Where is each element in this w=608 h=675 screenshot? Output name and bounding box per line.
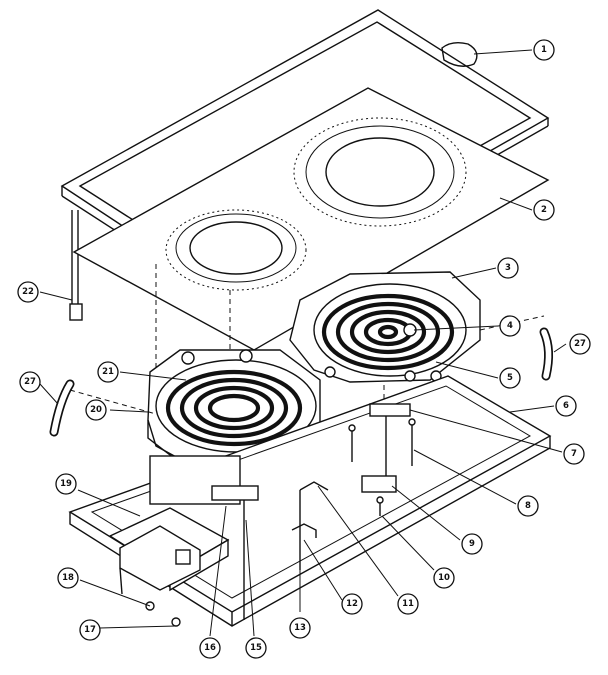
svg-text:4: 4	[507, 321, 513, 331]
callout-5: 5	[499, 367, 521, 389]
svg-text:10: 10	[438, 573, 450, 583]
screws	[348, 418, 416, 516]
svg-text:11: 11	[402, 599, 414, 609]
callout-11: 11	[397, 593, 419, 615]
svg-text:2: 2	[541, 205, 547, 215]
leader-lines	[39, 49, 567, 637]
svg-text:27: 27	[574, 339, 586, 349]
svg-text:8: 8	[525, 501, 531, 511]
callout-15: 15	[245, 637, 267, 659]
callout-8: 8	[517, 495, 539, 517]
corner-bracket	[69, 210, 83, 321]
svg-text:1: 1	[541, 45, 547, 55]
svg-text:7: 7	[571, 449, 577, 459]
gasket-right	[539, 327, 554, 381]
svg-text:13: 13	[294, 623, 306, 633]
svg-text:12: 12	[346, 599, 358, 609]
svg-text:17: 17	[84, 625, 96, 635]
callout-10: 10	[433, 567, 455, 589]
svg-text:22: 22	[22, 287, 34, 297]
gasket-left	[49, 379, 75, 437]
callout-2: 2	[533, 199, 555, 221]
callout-21: 21	[97, 361, 119, 383]
callout-1: 1	[533, 39, 555, 61]
callout-6: 6	[555, 395, 577, 417]
svg-text:21: 21	[102, 367, 114, 377]
callout-22: 22	[17, 281, 39, 303]
callout-27-left: 27	[19, 371, 41, 393]
vent-pattern-front	[165, 209, 307, 291]
callout-16: 16	[199, 637, 221, 659]
svg-text:16: 16	[204, 643, 216, 653]
svg-text:5: 5	[507, 373, 513, 383]
callout-9: 9	[461, 533, 483, 555]
svg-text:9: 9	[469, 539, 475, 549]
callout-3: 3	[497, 257, 519, 279]
terminal-bracket	[361, 403, 411, 493]
callout-4: 4	[499, 315, 521, 337]
svg-text:18: 18	[62, 573, 74, 583]
front-heating-coil	[165, 369, 303, 447]
svg-text:27: 27	[24, 377, 36, 387]
callout-13: 13	[289, 617, 311, 639]
svg-text:20: 20	[90, 405, 102, 415]
vent-pattern-rear	[293, 117, 467, 227]
svg-text:15: 15	[250, 643, 262, 653]
callout-27-right: 27	[569, 333, 591, 355]
callout-17: 17	[79, 619, 101, 641]
rear-heating-coil	[321, 293, 455, 371]
rear-burner-housing	[289, 271, 481, 383]
callout-18: 18	[57, 567, 79, 589]
callout-20: 20	[85, 399, 107, 421]
callout-19: 19	[55, 473, 77, 495]
glass-cooktop	[72, 87, 550, 351]
svg-text:19: 19	[60, 479, 72, 489]
clips	[291, 481, 329, 570]
callout-7: 7	[563, 443, 585, 465]
svg-text:6: 6	[563, 401, 569, 411]
terminal-block	[211, 485, 259, 620]
callout-12: 12	[341, 593, 363, 615]
svg-text:3: 3	[505, 263, 511, 273]
